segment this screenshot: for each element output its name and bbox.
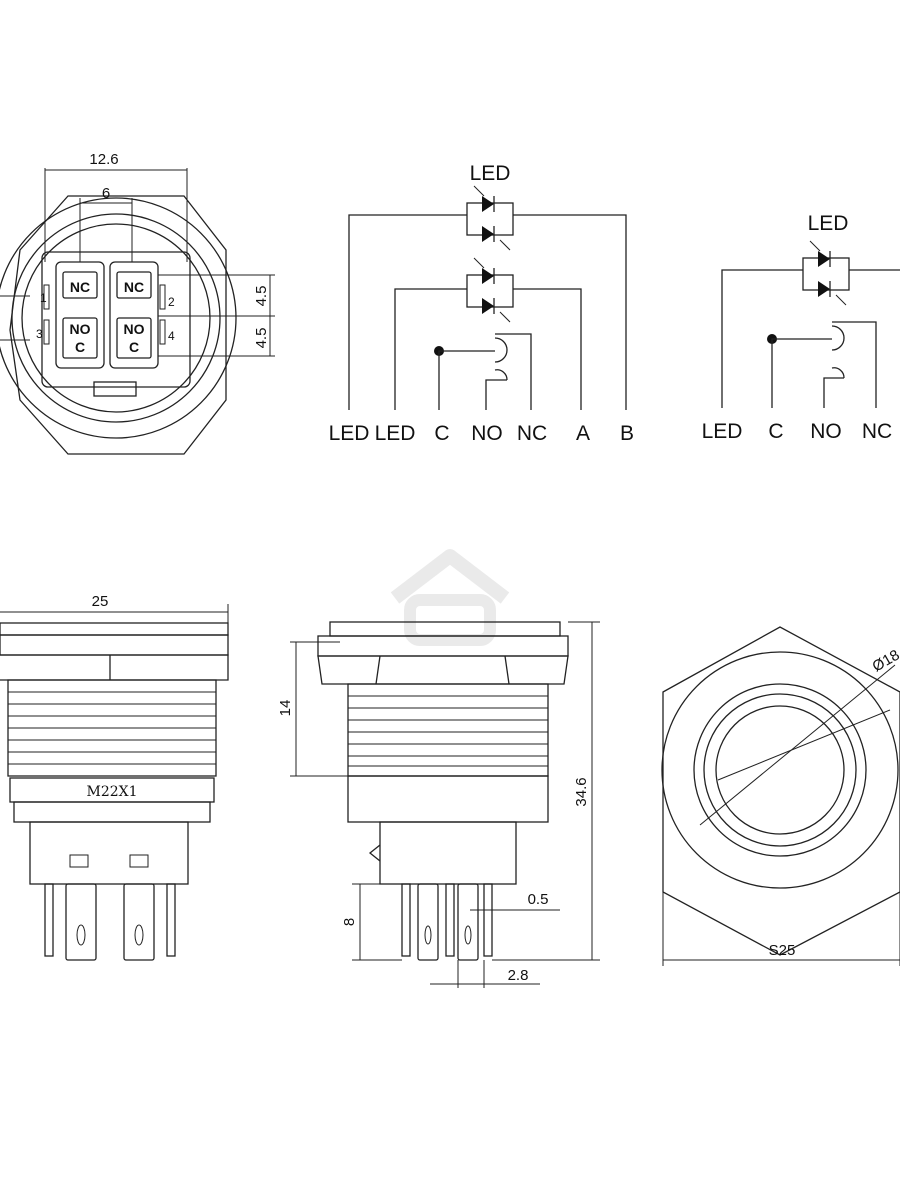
terminal-nc-right: NC: [124, 279, 144, 295]
schematic-right-label-led: LED: [702, 420, 743, 443]
schematic-left-label-nc: NC: [517, 422, 547, 445]
end-view: Ø18 S25: [661, 626, 900, 966]
schematic-right-label-c: C: [768, 420, 783, 443]
pin-2-label: 2: [168, 295, 175, 309]
schematic-left-label-a: A: [576, 422, 590, 445]
front-thread-lines: [8, 691, 216, 765]
end-dim-diameter: Ø18: [870, 647, 900, 676]
terminal-c-right: C: [129, 339, 139, 355]
schematic-left: LED LED LED C NO NC: [329, 162, 634, 445]
dim-pitch-1: 4.5: [253, 286, 270, 307]
side-dim-pin-thickness: 0.5: [528, 891, 549, 908]
schematic-left-label-c: C: [434, 422, 449, 445]
schematic-left-label-led-2: LED: [375, 422, 416, 445]
schematic-left-led-title: LED: [470, 162, 511, 185]
side-dim-thread-length: 14: [277, 700, 294, 717]
terminal-no-left: NO: [70, 321, 91, 337]
dim-pitch-2: 4.5: [253, 328, 270, 349]
side-dim-total-length: 34.6: [573, 777, 590, 806]
schematic-right-led-title: LED: [808, 212, 849, 235]
pin-4-label: 4: [168, 329, 175, 343]
terminal-nc-left: NC: [70, 279, 90, 295]
schematic-left-label-b: B: [620, 422, 634, 445]
schematic-left-label-no: NO: [471, 422, 503, 445]
pin-1-label: 1: [40, 291, 47, 305]
dim-width-inner: 6: [102, 185, 110, 202]
schematic-right-label-no: NO: [810, 420, 842, 443]
top-view: NC NC NO C NO C 1 2 3 4 12.6 6 4.5 4.5: [0, 151, 275, 455]
watermark-logo: [390, 549, 510, 646]
front-view: 25 M22X1: [0, 593, 229, 961]
end-dim-hex: S25: [769, 942, 796, 959]
terminal-c-left: C: [75, 339, 85, 355]
side-view: 14 34.6 8 0.5 2.8: [277, 621, 600, 988]
terminal-no-right: NO: [124, 321, 145, 337]
front-dim-width: 25: [92, 593, 109, 610]
side-thread-lines: [348, 695, 548, 767]
schematic-left-labels: LED LED C NO NC A B: [329, 422, 634, 445]
schematic-right-label-nc: NC: [862, 420, 892, 443]
schematic-left-label-led-1: LED: [329, 422, 370, 445]
schematic-right: LED LED C NO NC: [702, 212, 900, 443]
pin-3-label: 3: [36, 327, 43, 341]
dim-width-outer: 12.6: [89, 151, 118, 168]
front-thread-label: M22X1: [86, 784, 137, 800]
side-dim-pin-length: 8: [341, 918, 358, 926]
side-dim-pin-spacing: 2.8: [508, 967, 529, 984]
